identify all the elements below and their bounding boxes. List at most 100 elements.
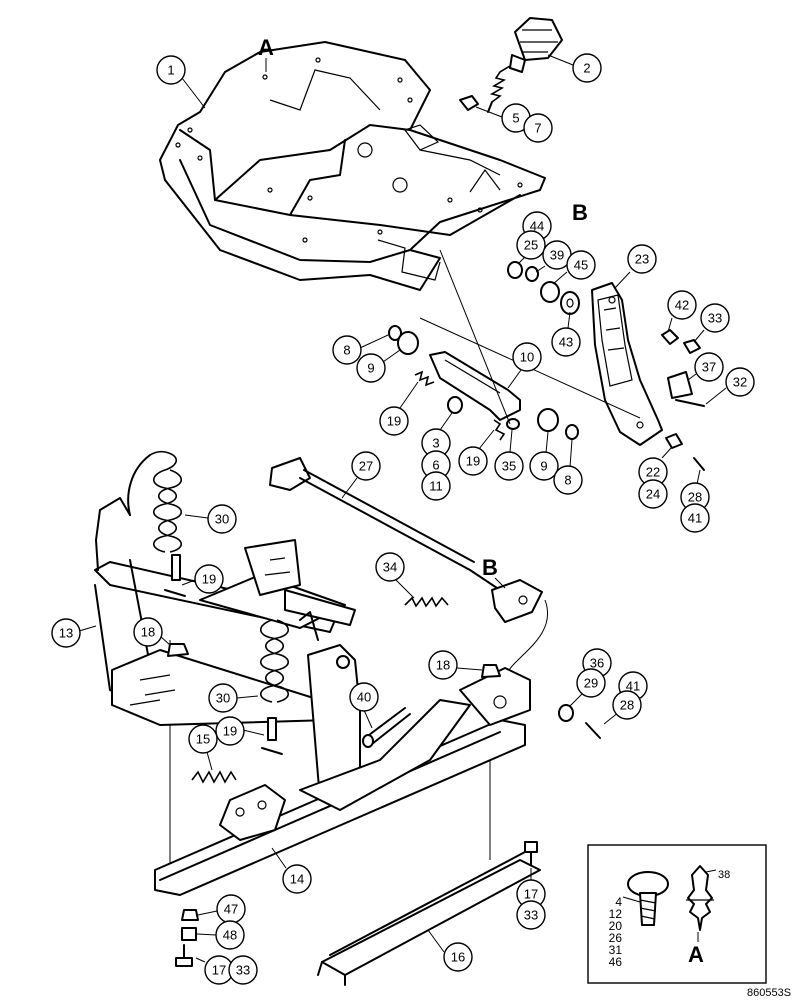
svg-text:8: 8 bbox=[343, 343, 350, 358]
svg-text:19: 19 bbox=[223, 724, 237, 739]
callout-48: 48 bbox=[215, 920, 245, 950]
coil-spring-lower bbox=[259, 611, 319, 703]
svg-text:19: 19 bbox=[466, 454, 480, 469]
svg-text:17: 17 bbox=[212, 963, 226, 978]
svg-text:33: 33 bbox=[708, 311, 722, 326]
svg-text:25: 25 bbox=[524, 238, 538, 253]
callout-41: 41 bbox=[680, 503, 710, 533]
svg-text:19: 19 bbox=[202, 572, 216, 587]
callout-28-b: 28 bbox=[612, 690, 642, 720]
inset-num-0: 4 bbox=[615, 895, 622, 909]
callout-27: 27 bbox=[351, 451, 381, 481]
callout-30: 30 bbox=[207, 504, 237, 534]
svg-text:33: 33 bbox=[236, 963, 250, 978]
inset-num-2: 20 bbox=[609, 919, 623, 933]
svg-text:45: 45 bbox=[574, 258, 588, 273]
tree-clip-icon bbox=[686, 865, 714, 931]
svg-text:41: 41 bbox=[626, 679, 640, 694]
letter-a-inset: A bbox=[688, 942, 704, 967]
callout-19: 19 bbox=[379, 406, 409, 436]
svg-text:1: 1 bbox=[167, 63, 174, 78]
svg-text:18: 18 bbox=[436, 658, 450, 673]
push-rivet-icon bbox=[627, 871, 669, 926]
svg-text:11: 11 bbox=[429, 479, 443, 494]
right-hardware bbox=[507, 261, 705, 471]
callout-18: 18 bbox=[133, 617, 163, 647]
svg-text:3: 3 bbox=[432, 436, 439, 451]
svg-text:10: 10 bbox=[520, 350, 534, 365]
callout-19-d: 19 bbox=[215, 716, 245, 746]
fasteners bbox=[164, 554, 601, 967]
callout-8: 8 bbox=[332, 335, 362, 365]
callout-34: 34 bbox=[375, 552, 405, 582]
svg-text:33: 33 bbox=[524, 908, 538, 923]
reference-letters: A B B bbox=[258, 35, 588, 589]
reference-code: 860553S bbox=[747, 987, 791, 999]
letter-b-mid: B bbox=[482, 555, 498, 580]
callout-37: 37 bbox=[694, 352, 724, 382]
adjustment-knob bbox=[487, 17, 563, 113]
torsion-rod bbox=[269, 457, 543, 623]
svg-text:9: 9 bbox=[540, 459, 547, 474]
svg-text:28: 28 bbox=[620, 698, 634, 713]
callout-47: 47 bbox=[216, 894, 246, 924]
svg-text:9: 9 bbox=[367, 361, 374, 376]
svg-text:17: 17 bbox=[524, 887, 538, 902]
tension-spring bbox=[404, 596, 449, 608]
callout-42: 42 bbox=[667, 290, 697, 320]
svg-text:37: 37 bbox=[702, 360, 716, 375]
callout-23: 23 bbox=[627, 244, 657, 274]
letter-a-top: A bbox=[258, 35, 274, 60]
svg-text:30: 30 bbox=[215, 512, 229, 527]
inset-num-1: 12 bbox=[609, 907, 623, 921]
callout-35: 35 bbox=[494, 451, 524, 481]
callout-43: 43 bbox=[551, 327, 581, 357]
adjust-lever bbox=[388, 325, 579, 441]
svg-text:8: 8 bbox=[564, 473, 571, 488]
svg-text:5: 5 bbox=[512, 111, 519, 126]
svg-text:47: 47 bbox=[224, 902, 238, 917]
svg-text:19: 19 bbox=[387, 414, 401, 429]
callout-33-b: 33 bbox=[516, 900, 546, 930]
callout-8-b: 8 bbox=[553, 465, 583, 495]
callout-9-b: 9 bbox=[529, 451, 559, 481]
svg-text:24: 24 bbox=[646, 487, 660, 502]
slide-rail bbox=[591, 282, 663, 446]
callout-25: 25 bbox=[516, 230, 546, 260]
callout-9: 9 bbox=[356, 353, 386, 383]
callout-33-c: 33 bbox=[228, 955, 258, 985]
svg-text:23: 23 bbox=[635, 252, 649, 267]
callout-32: 32 bbox=[725, 367, 755, 397]
svg-text:43: 43 bbox=[559, 335, 573, 350]
callout-11: 11 bbox=[421, 471, 451, 501]
callout-40: 40 bbox=[349, 682, 379, 712]
callout-19-b: 19 bbox=[458, 446, 488, 476]
svg-text:27: 27 bbox=[359, 459, 373, 474]
svg-text:39: 39 bbox=[550, 248, 564, 263]
letter-b-top: B bbox=[572, 200, 588, 225]
return-spring bbox=[191, 770, 237, 784]
callouts: 1 2 5 7 44 25 39 45 23 42 33 43 8 9 bbox=[51, 53, 755, 985]
callout-16: 16 bbox=[443, 942, 473, 972]
inset-box: 38 4 12 20 26 31 46 A bbox=[587, 844, 767, 984]
callout-15: 15 bbox=[188, 724, 218, 754]
inset-num-4: 31 bbox=[609, 943, 623, 957]
svg-text:30: 30 bbox=[216, 691, 230, 706]
svg-text:36: 36 bbox=[590, 656, 604, 671]
svg-text:35: 35 bbox=[502, 459, 516, 474]
svg-text:16: 16 bbox=[451, 950, 465, 965]
callout-1: 1 bbox=[156, 55, 186, 85]
svg-text:2: 2 bbox=[583, 61, 590, 76]
inset-num-5: 46 bbox=[609, 955, 623, 969]
callout-29: 29 bbox=[576, 668, 606, 698]
callout-10: 10 bbox=[512, 342, 542, 372]
svg-text:14: 14 bbox=[290, 872, 304, 887]
seat-pan bbox=[159, 41, 546, 291]
callout-14: 14 bbox=[282, 864, 312, 894]
callout-33: 33 bbox=[700, 303, 730, 333]
svg-text:7: 7 bbox=[534, 121, 541, 136]
svg-text:28: 28 bbox=[688, 490, 702, 505]
callout-45: 45 bbox=[566, 250, 596, 280]
bottom-support-bar bbox=[317, 851, 541, 986]
